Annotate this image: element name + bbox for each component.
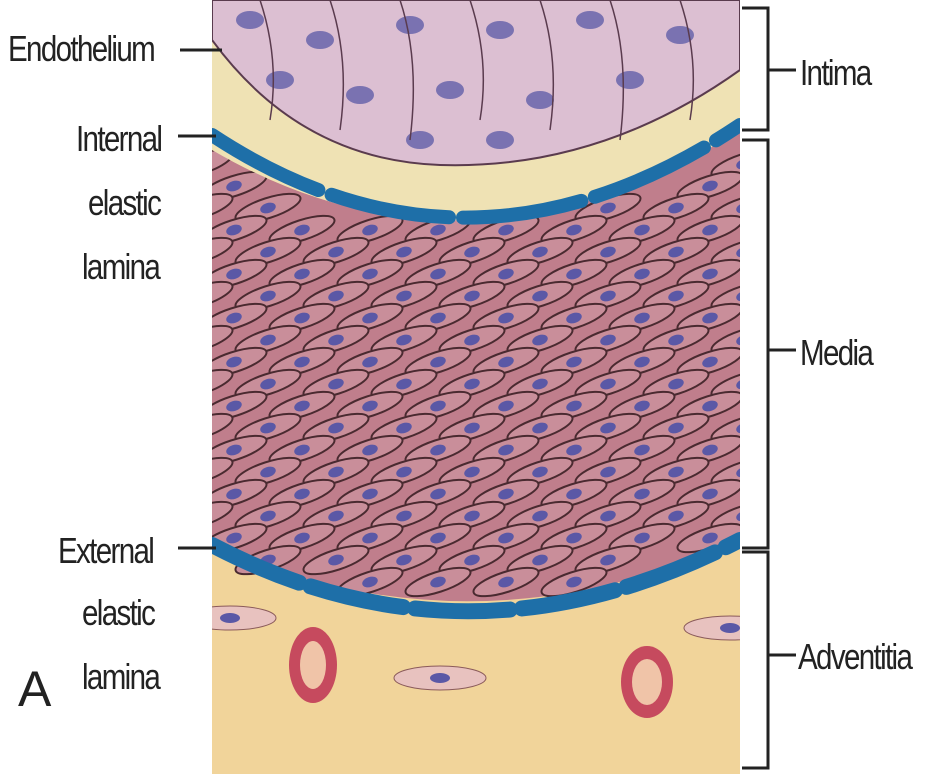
cell-nucleus xyxy=(191,509,209,523)
external-lamina-label-1: External xyxy=(58,530,153,572)
intima-bracket xyxy=(742,8,768,130)
cell-nucleus xyxy=(191,377,209,391)
endothelial-nucleus xyxy=(616,71,644,89)
cell-nucleus xyxy=(191,157,209,171)
cell-nucleus xyxy=(191,421,209,435)
intima-label: Intima xyxy=(800,52,871,94)
cell-nucleus xyxy=(191,245,209,259)
external-lamina-label-2: elastic xyxy=(82,592,154,634)
media-bracket xyxy=(742,140,768,548)
endothelial-nucleus xyxy=(236,11,264,29)
endothelial-nucleus xyxy=(576,11,604,29)
fibroblast-nucleus xyxy=(220,613,240,623)
cell-nucleus xyxy=(191,289,209,303)
internal-lamina-label-3: lamina xyxy=(82,246,159,288)
vasa-vasorum-left xyxy=(289,627,337,703)
endothelial-nucleus xyxy=(436,81,464,99)
cell-nucleus xyxy=(191,333,209,347)
cell-nucleus xyxy=(191,201,209,215)
adventitia-bracket xyxy=(742,552,768,768)
endothelial-nucleus xyxy=(526,91,554,109)
endothelial-nucleus xyxy=(486,131,514,149)
panel-letter: A xyxy=(18,660,49,718)
cell-nucleus xyxy=(191,465,209,479)
fibroblast-nucleus xyxy=(720,623,740,633)
fibroblast-nucleus xyxy=(430,673,450,683)
endothelial-nucleus xyxy=(486,21,514,39)
endothelial-nucleus xyxy=(396,16,424,34)
endothelium-label: Endothelium xyxy=(8,28,154,70)
internal-lamina-label-2: elastic xyxy=(88,182,160,224)
external-lamina-label-3: lamina xyxy=(82,656,159,698)
vasa-vasorum-right xyxy=(621,646,673,718)
internal-lamina-label-1: Internal xyxy=(76,118,161,160)
media-label: Media xyxy=(800,332,872,374)
adventitia-label: Adventitia xyxy=(798,636,911,678)
endothelial-nucleus xyxy=(266,71,294,89)
endothelial-nucleus xyxy=(346,86,374,104)
endothelial-nucleus xyxy=(306,31,334,49)
